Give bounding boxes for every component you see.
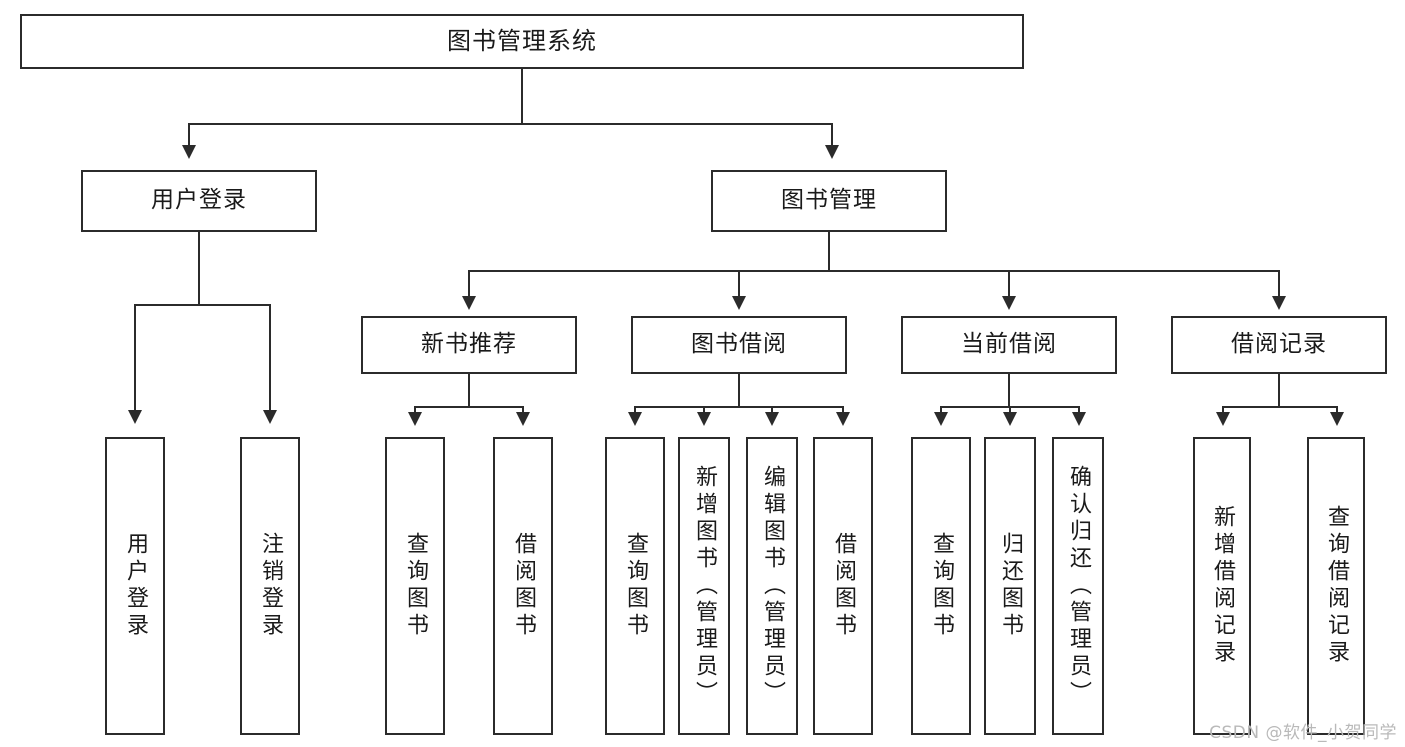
edge-nbr-stem — [468, 374, 470, 406]
edge-bb-bus — [634, 406, 844, 408]
leaf-return-book-label: 归还图书 — [998, 532, 1023, 640]
leaf-query-record[interactable]: 查询借阅记录 — [1307, 437, 1365, 735]
edge-nbr-drop-1 — [414, 406, 416, 414]
arrow-to-leaf-borrow-book-1 — [516, 412, 530, 426]
edge-br-stem — [1278, 374, 1280, 406]
node-user-login-label: 用户登录 — [151, 187, 247, 214]
arrow-to-leaf-edit-book — [765, 412, 779, 426]
node-root-label: 图书管理系统 — [447, 27, 597, 56]
edge-bm-drop-3 — [1008, 270, 1010, 298]
node-borrow-record[interactable]: 借阅记录 — [1171, 316, 1387, 374]
edge-root-bus — [188, 123, 833, 125]
edge-cb-drop-2 — [1009, 406, 1011, 414]
edge-br-drop-2 — [1336, 406, 1338, 414]
node-book-borrow[interactable]: 图书借阅 — [631, 316, 847, 374]
edge-bb-drop-2 — [703, 406, 705, 414]
edge-bb-drop-4 — [842, 406, 844, 414]
watermark: CSDN @软件_小贺同学 — [1209, 723, 1397, 743]
leaf-borrow-book-2[interactable]: 借阅图书 — [813, 437, 873, 735]
edge-bb-stem — [738, 374, 740, 406]
arrow-to-leaf-borrow-book-2 — [836, 412, 850, 426]
leaf-query-book-1[interactable]: 查询图书 — [385, 437, 445, 735]
edge-cb-drop-1 — [940, 406, 942, 414]
arrow-to-leaf-query-record — [1330, 412, 1344, 426]
edge-br-bus — [1222, 406, 1338, 408]
arrow-to-leaf-query-book-2 — [628, 412, 642, 426]
leaf-add-record[interactable]: 新增借阅记录 — [1193, 437, 1251, 735]
arrow-to-borrow-record — [1272, 296, 1286, 310]
leaf-borrow-book-2-label: 借阅图书 — [831, 532, 856, 640]
node-new-book-recommend-label: 新书推荐 — [421, 331, 517, 358]
edge-root-to-book-management — [831, 123, 833, 147]
node-user-login[interactable]: 用户登录 — [81, 170, 317, 232]
edge-root-to-user-login — [188, 123, 190, 147]
leaf-return-book[interactable]: 归还图书 — [984, 437, 1036, 735]
leaf-add-book-label: 新增图书（管理员） — [692, 464, 717, 708]
leaf-user-login-label: 用户登录 — [123, 532, 148, 640]
node-book-management-label: 图书管理 — [781, 187, 877, 214]
node-root[interactable]: 图书管理系统 — [20, 14, 1024, 69]
leaf-query-book-3[interactable]: 查询图书 — [911, 437, 971, 735]
arrow-root-to-book-management — [825, 145, 839, 159]
edge-bm-drop-2 — [738, 270, 740, 298]
edge-cb-stem — [1008, 374, 1010, 406]
leaf-query-book-2[interactable]: 查询图书 — [605, 437, 665, 735]
leaf-query-book-2-label: 查询图书 — [623, 532, 648, 640]
edge-root-stem — [521, 69, 523, 123]
node-new-book-recommend[interactable]: 新书推荐 — [361, 316, 577, 374]
edge-user-login-drop-2 — [269, 304, 271, 412]
edge-nbr-bus — [414, 406, 524, 408]
edge-user-login-drop-1 — [134, 304, 136, 412]
edge-bm-drop-1 — [468, 270, 470, 298]
arrow-to-leaf-query-book-3 — [934, 412, 948, 426]
leaf-user-logout-label: 注销登录 — [258, 532, 283, 640]
arrow-to-leaf-return-book — [1003, 412, 1017, 426]
edge-bm-drop-4 — [1278, 270, 1280, 298]
leaf-edit-book-label: 编辑图书（管理员） — [760, 464, 785, 708]
arrow-to-new-book-recommend — [462, 296, 476, 310]
arrow-to-current-borrow — [1002, 296, 1016, 310]
leaf-query-book-3-label: 查询图书 — [929, 532, 954, 640]
edge-bb-drop-3 — [771, 406, 773, 414]
leaf-confirm-return-label: 确认归还（管理员） — [1066, 464, 1091, 708]
arrow-to-leaf-user-logout — [263, 410, 277, 424]
arrow-to-leaf-query-book-1 — [408, 412, 422, 426]
leaf-user-logout[interactable]: 注销登录 — [240, 437, 300, 735]
leaf-query-record-label: 查询借阅记录 — [1324, 505, 1349, 667]
leaf-edit-book[interactable]: 编辑图书（管理员） — [746, 437, 798, 735]
arrow-to-leaf-add-record — [1216, 412, 1230, 426]
edge-bb-drop-1 — [634, 406, 636, 414]
arrow-root-to-user-login — [182, 145, 196, 159]
edge-book-management-stem — [828, 232, 830, 270]
edge-user-login-stem — [198, 232, 200, 304]
arrow-to-leaf-confirm-return — [1072, 412, 1086, 426]
leaf-user-login[interactable]: 用户登录 — [105, 437, 165, 735]
leaf-confirm-return[interactable]: 确认归还（管理员） — [1052, 437, 1104, 735]
node-current-borrow-label: 当前借阅 — [961, 331, 1057, 358]
edge-book-management-bus — [468, 270, 1280, 272]
arrow-to-book-borrow — [732, 296, 746, 310]
arrow-to-leaf-user-login — [128, 410, 142, 424]
edge-br-drop-1 — [1222, 406, 1224, 414]
leaf-add-book[interactable]: 新增图书（管理员） — [678, 437, 730, 735]
leaf-query-book-1-label: 查询图书 — [403, 532, 428, 640]
node-book-borrow-label: 图书借阅 — [691, 331, 787, 358]
node-borrow-record-label: 借阅记录 — [1231, 331, 1327, 358]
edge-nbr-drop-2 — [522, 406, 524, 414]
edge-cb-drop-3 — [1078, 406, 1080, 414]
leaf-add-record-label: 新增借阅记录 — [1210, 505, 1235, 667]
leaf-borrow-book-1[interactable]: 借阅图书 — [493, 437, 553, 735]
edge-user-login-bus — [134, 304, 270, 306]
arrow-to-leaf-add-book — [697, 412, 711, 426]
node-book-management[interactable]: 图书管理 — [711, 170, 947, 232]
node-current-borrow[interactable]: 当前借阅 — [901, 316, 1117, 374]
leaf-borrow-book-1-label: 借阅图书 — [511, 532, 536, 640]
